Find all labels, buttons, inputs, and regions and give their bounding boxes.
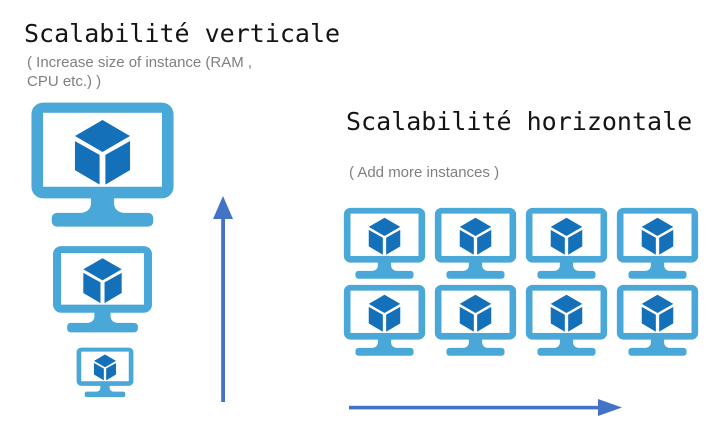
up-arrow-icon	[213, 196, 233, 402]
vertical-subtitle-line1: ( Increase size of instance (RAM ,	[27, 54, 253, 71]
monitor-vm-cube-icon	[525, 284, 608, 356]
right-arrow-icon	[349, 399, 622, 416]
monitor-vm-cube-icon	[616, 284, 699, 356]
monitor-vm-cube-icon	[434, 207, 517, 279]
monitor-vm-cube-icon	[434, 284, 517, 356]
horizontal-title: Scalabilité horizontale	[346, 107, 693, 136]
monitor-vm-cube-icon	[525, 207, 608, 279]
vertical-title: Scalabilité verticale	[24, 19, 341, 48]
monitor-grid-row	[343, 284, 699, 357]
monitor-vm-cube-icon	[343, 284, 426, 356]
monitor-grid-row	[343, 207, 699, 280]
monitor-vm-cube-icon	[343, 207, 426, 279]
vertical-subtitle-line2: CPU etc.) )	[27, 73, 102, 90]
monitor-vm-cube-icon	[616, 207, 699, 279]
vertical-subtitle: ( Increase size of instance (RAM , CPU et…	[27, 53, 252, 91]
horizontal-subtitle: ( Add more instances )	[349, 164, 500, 181]
